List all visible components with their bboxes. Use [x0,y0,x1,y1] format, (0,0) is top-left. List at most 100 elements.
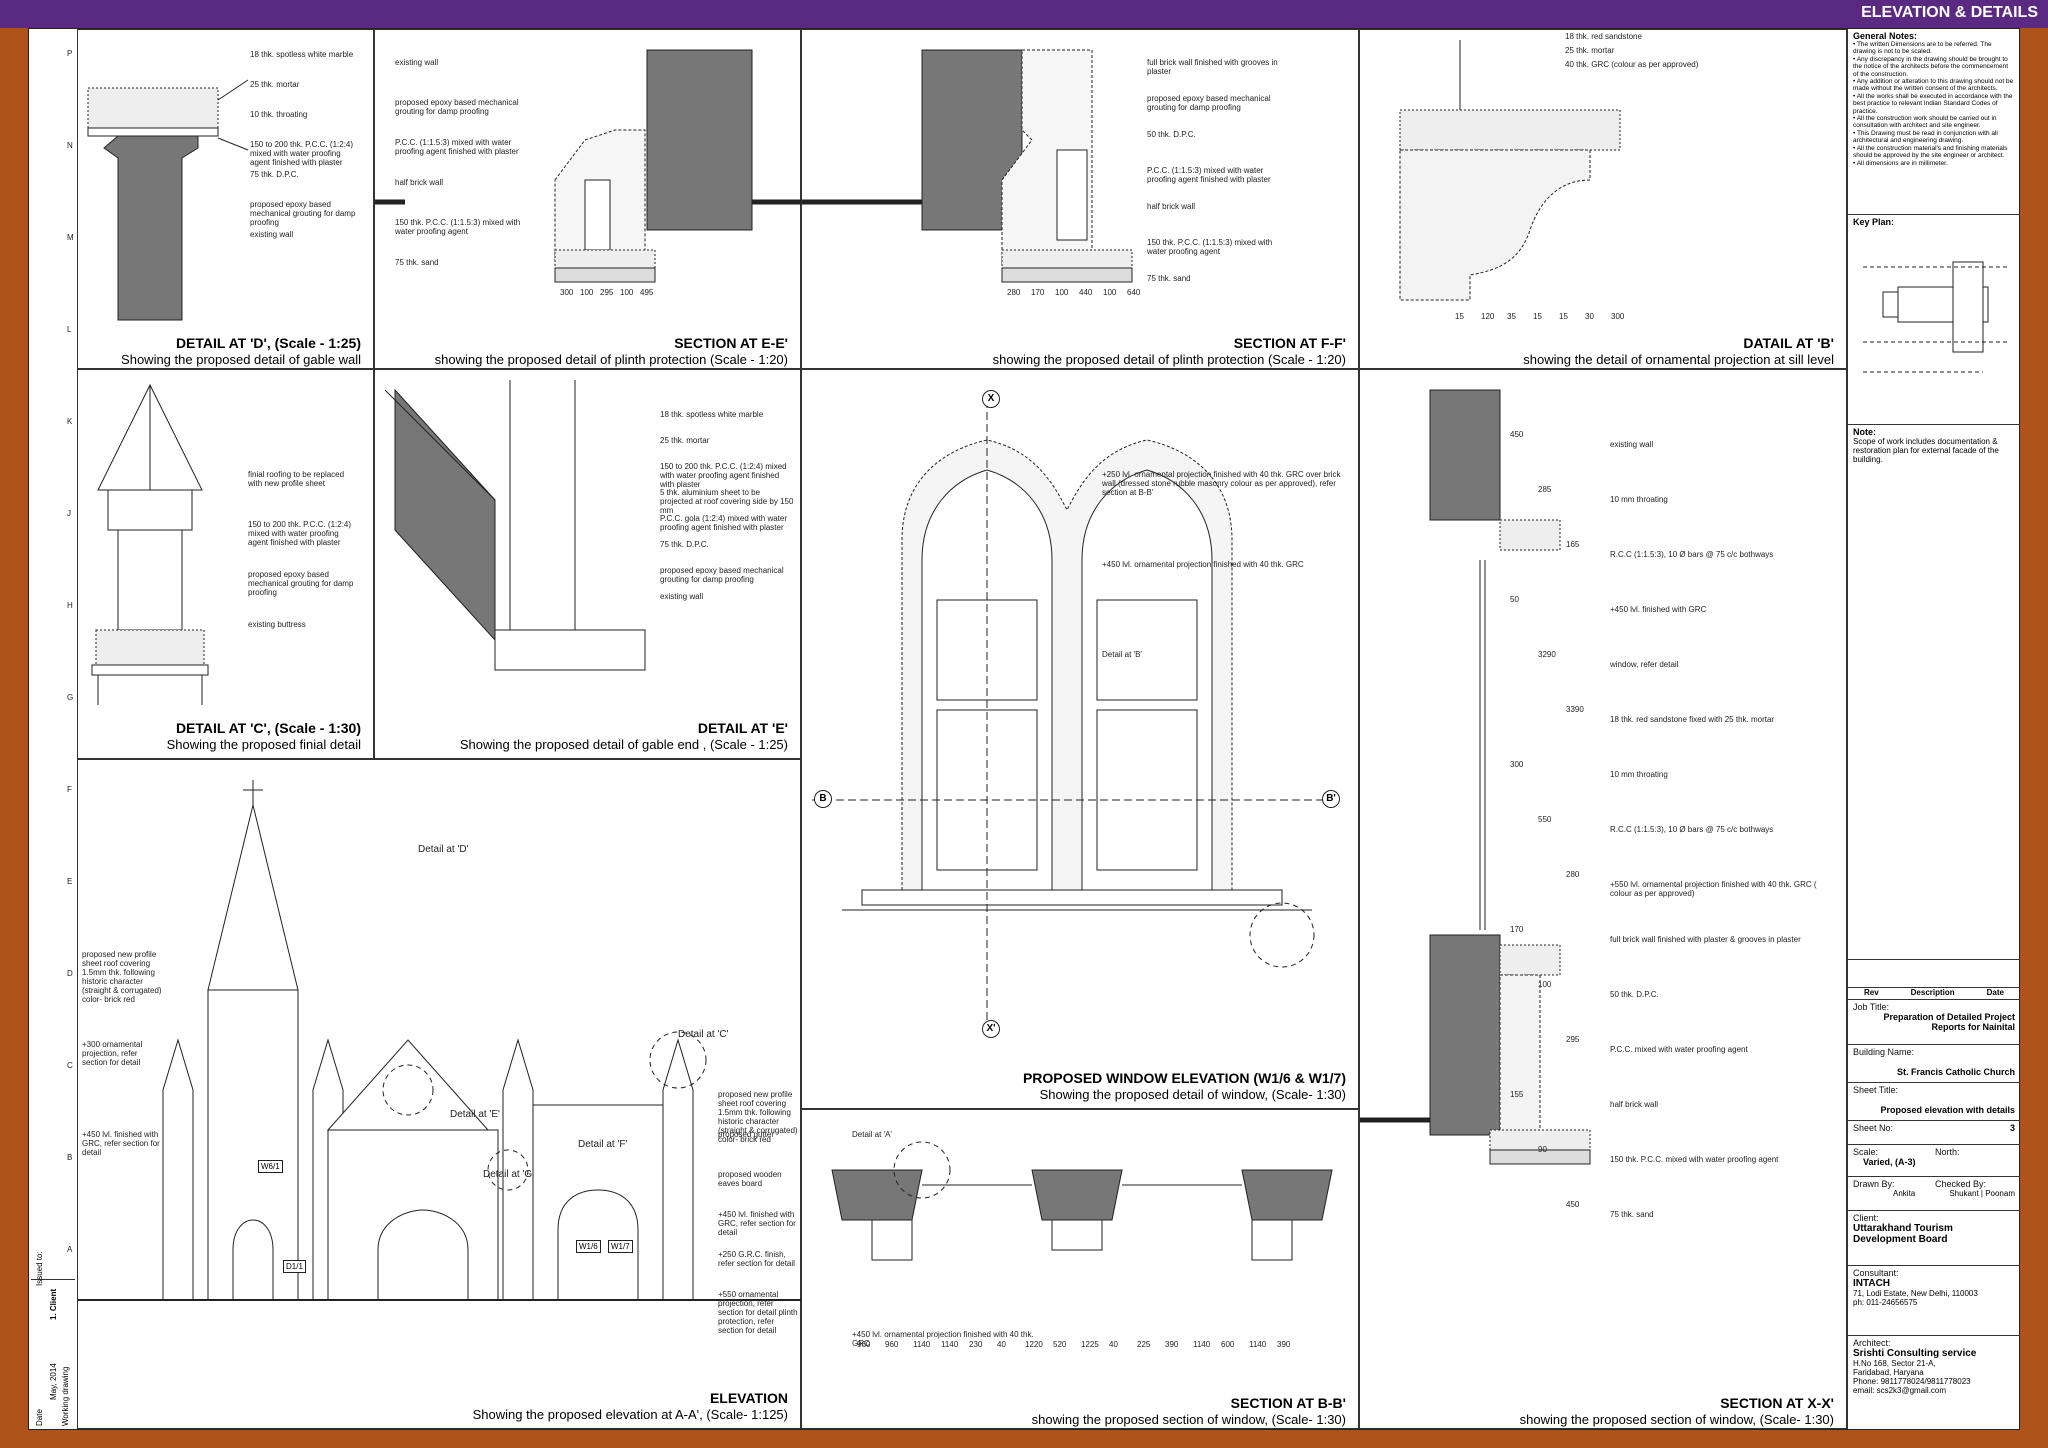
annotation: full brick wall finished with plaster & … [1610,935,1801,944]
opening-tag: D1/1 [283,1260,306,1273]
panel-title-elevation: ELEVATION [709,1390,788,1406]
dimension: 495 [640,288,654,297]
title-bar: ELEVATION & DETAILS [0,0,2048,28]
grid-letter: C [67,1061,73,1070]
sill-projection-drawing [1399,40,1621,301]
dimension: 300 [560,288,574,297]
annotation: +550 lvl. ornamental projection finished… [1610,880,1817,898]
dimension: 300 [1611,312,1625,321]
dimension: 1140 [1193,1340,1211,1349]
dimension: 300 [1510,760,1524,769]
annotation: 18 thk. red sandstone [1565,32,1642,41]
dimension: 15 [1455,312,1464,321]
note-block: Note: Scope of work includes documentati… [1848,424,2020,959]
panel-title-window: PROPOSED WINDOW ELEVATION (W1/6 & W1/7) [1022,1070,1346,1086]
annotation: 40 thk. GRC (colour as per approved) [1565,60,1699,69]
section-mark: X [982,390,1000,408]
job-title-label: Job Title: [1853,1002,1890,1012]
dimension: 1220 [1025,1340,1043,1349]
title-block: General Notes: • The written Dimensions … [1847,29,2020,1429]
annotation: R.C.C (1:1.5:3), 10 Ø bars @ 75 c/c both… [1610,550,1774,559]
panel-section-ff: full brick wall finished with grooves in… [801,29,1359,369]
building-block: Building Name: St. Francis Catholic Chur… [1848,1044,2020,1082]
panel-section-bb: Detail at 'A'+450 lvl. ornamental projec… [801,1109,1359,1429]
issued-to-value: 1. Client [49,1288,58,1320]
annotation: P.C.C. (1:1.5:3) mixed with water proofi… [395,138,519,156]
dimension: 155 [1510,1090,1524,1099]
annotation: 18 thk. spotless white marble [660,410,764,419]
dimension: 390 [1165,1340,1179,1349]
general-note-item: • Any discrepancy in the drawing should … [1853,55,2009,78]
issue-block: Issued to: 1. Client Date May, 2014 Work… [31,1251,75,1428]
annotation: 75 thk. sand [1147,274,1191,283]
general-notes: General Notes: • The written Dimensions … [1848,29,2020,214]
dimension: 15 [1533,312,1542,321]
general-notes-list: • The written Dimensions are to be refer… [1853,41,2015,167]
panel-subtitle-ee: showing the proposed detail of plinth pr… [434,352,788,367]
dimension: 550 [1538,815,1552,824]
annotation: 10 mm throating [1610,495,1668,504]
annotation: +450 lvl. finished with GRC, refer secti… [718,1210,796,1237]
date-value: May, 2014 [49,1363,58,1400]
dimension: 280 [1566,870,1580,879]
panel-title-ff: SECTION AT F-F' [1233,335,1346,351]
dimension: 295 [1566,1035,1580,1044]
client-block: Client: Uttarakhand Tourism Development … [1848,1210,2020,1265]
building-label: Building Name: [1853,1047,1915,1057]
church-elevation-drawing [78,780,802,1301]
general-note-item: • All the construction work should be ca… [1853,115,1997,130]
opening-tag: W1/7 [608,1240,633,1253]
dimension: 280 [1007,288,1021,297]
revision-header: Date [1986,988,2004,997]
grid-letter: A [67,1245,73,1254]
dimension: 390 [1277,1340,1291,1349]
annotation: +300 ornamental projection, refer sectio… [82,1040,143,1067]
dimension: 225 [1137,1340,1151,1349]
dimension: 440 [1079,288,1093,297]
annotation: half brick wall [395,178,444,187]
annotation: 50 thk. D.P.C. [1610,990,1659,999]
dimension: 520 [1053,1340,1067,1349]
address-line: Faridabad, Haryana [1853,1368,1924,1377]
annotation: 150 thk. P.C.C. mixed with water proofin… [1610,1155,1779,1164]
sheet-title-value: Proposed elevation with details [1880,1105,2015,1115]
panel-subtitle-ff: showing the proposed detail of plinth pr… [992,352,1346,367]
panel-subtitle-elevation: Showing the proposed elevation at A-A', … [472,1407,788,1422]
sheet-title-label: Sheet Title: [1853,1085,1899,1095]
section-mark: B' [1322,790,1340,808]
drawn-checked-block: Drawn By: Checked By: Ankita Shukant | P… [1848,1176,2020,1210]
section-xx-drawing [1360,389,1591,1165]
issued-to-label: Issued to: [35,1251,44,1286]
annotation: Detail at 'A' [852,1130,892,1139]
annotation: 5 thk. aluminium sheet to be projected a… [660,488,794,515]
grid-letter: D [67,969,73,978]
grid-letter: J [67,509,71,518]
panel-title-b: DATAIL AT 'B' [1743,335,1834,351]
annotation: full brick wall finished with grooves in… [1147,58,1278,76]
panel-subtitle-b: showing the detail of ornamental project… [1523,352,1834,367]
annotation: finial roofing to be replaced with new p… [248,470,345,488]
window-elevation-drawing [812,400,1332,1020]
architect-label: Architect: [1853,1338,1891,1348]
panel-subtitle-window: Showing the proposed detail of window, (… [1039,1087,1346,1102]
annotation: window, refer detail [1610,660,1679,669]
consultant-block: Consultant: INTACH 71, Lodi Estate, New … [1848,1265,2020,1335]
annotation: 150 to 200 thk. P.C.C. (1:2:4) mixed wit… [248,520,352,547]
dimension: 640 [1127,288,1141,297]
annotation: 18 thk. spotless white marble [250,50,354,59]
finial-drawing [91,383,209,705]
dimension: 100 [1055,288,1069,297]
annotation: +250 lvl. ornamental projection finished… [1102,470,1341,497]
detail-callout: Detail at 'F' [578,1139,628,1150]
annotation: P.C.C. (1:1.5:3) mixed with water proofi… [1147,166,1271,184]
panel-subtitle-xx: showing the proposed section of window, … [1519,1412,1834,1427]
panel-title-e: DETAIL AT 'E' [697,720,788,736]
annotation: +250 G.R.C. finish, refer section for de… [718,1250,795,1268]
section-ee-drawing [375,49,802,283]
